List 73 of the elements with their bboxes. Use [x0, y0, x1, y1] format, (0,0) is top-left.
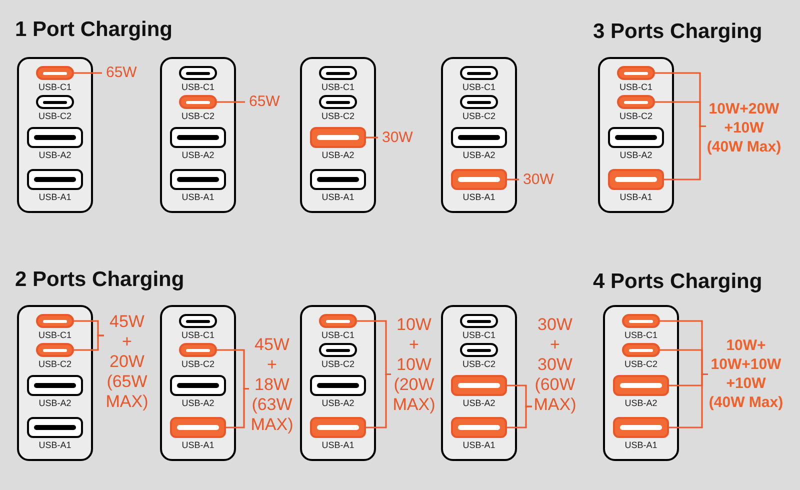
port-label: USB-A2	[462, 398, 496, 409]
section-title: 2 Ports Charging	[15, 267, 184, 293]
port-label: USB-A1	[38, 440, 72, 451]
port-label: USB-A2	[620, 150, 652, 161]
port-label: USB-A1	[462, 192, 496, 203]
leader-line	[217, 101, 245, 103]
bracket-connector	[669, 373, 708, 428]
port-label: USB-C2	[462, 111, 496, 122]
port-label: USB-A2	[38, 150, 72, 161]
port-label: USB-C1	[321, 330, 354, 341]
section-title: 3 Ports Charging	[593, 19, 762, 45]
wattage-label: 65W	[105, 64, 138, 82]
wattage-label: 30W	[522, 170, 555, 188]
port-label: USB-A1	[182, 440, 214, 451]
charger-panel	[598, 57, 674, 213]
bracket-connector	[366, 373, 391, 428]
port-label: USB-A2	[322, 150, 354, 161]
port-label: USB-C2	[181, 359, 214, 370]
charger-panel	[603, 305, 679, 461]
port-label: USB-C1	[462, 82, 496, 93]
wattage-label: 45W + 18W (63W MAX)	[250, 335, 294, 435]
port-label: USB-C1	[181, 330, 214, 341]
port-label: USB-C1	[462, 330, 496, 341]
charger-panel	[300, 57, 376, 213]
bracket-connector	[226, 388, 249, 428]
wattage-label: 10W + 10W (20W MAX)	[392, 315, 436, 415]
port-label: USB-C1	[624, 330, 658, 341]
bracket-connector	[74, 334, 104, 351]
charger-panel	[300, 305, 376, 461]
charger-panel	[441, 305, 517, 461]
port-label: USB-A2	[182, 398, 214, 409]
port-label: USB-A1	[462, 440, 496, 451]
wattage-label: 30W + 30W (60W MAX)	[532, 315, 578, 415]
wattage-label: 30W	[381, 128, 414, 146]
port-label: USB-A1	[322, 192, 354, 203]
charger-panel	[160, 305, 236, 461]
port-label: USB-A1	[322, 440, 354, 451]
port-label: USB-A2	[38, 398, 72, 409]
charger-panel	[160, 57, 236, 213]
port-label: USB-C1	[181, 82, 214, 93]
port-label: USB-C2	[619, 111, 652, 122]
port-label: USB-A1	[182, 192, 214, 203]
section-title: 4 Ports Charging	[593, 269, 762, 295]
port-label: USB-C2	[624, 359, 658, 370]
port-label: USB-C2	[38, 111, 72, 122]
wattage-label: 65W	[248, 93, 281, 111]
port-label: USB-A2	[462, 150, 496, 161]
port-label: USB-C2	[321, 111, 354, 122]
port-label: USB-A1	[620, 192, 652, 203]
bracket-connector	[507, 406, 532, 428]
port-label: USB-A1	[624, 440, 658, 451]
wattage-label: 45W + 20W (65W MAX)	[104, 312, 150, 412]
port-label: USB-C1	[619, 82, 652, 93]
port-label: USB-C1	[38, 330, 72, 341]
port-label: USB-A2	[322, 398, 354, 409]
wattage-label: 10W+20W +10W (40W Max)	[706, 100, 782, 156]
port-label: USB-C1	[38, 82, 72, 93]
port-label: USB-C2	[38, 359, 72, 370]
port-label: USB-C1	[321, 82, 354, 93]
port-label: USB-A1	[38, 192, 72, 203]
bracket-connector	[664, 125, 706, 180]
port-label: USB-C2	[462, 359, 496, 370]
wattage-label: 10W+ 10W+10W +10W (40W Max)	[708, 336, 784, 412]
leader-line	[366, 136, 378, 138]
port-label: USB-C2	[321, 359, 354, 370]
port-label: USB-A2	[624, 398, 658, 409]
charger-panel	[17, 57, 93, 213]
charger-panel	[17, 305, 93, 461]
port-label: USB-A2	[182, 150, 214, 161]
port-label: USB-C2	[181, 111, 214, 122]
charger-panel	[441, 57, 517, 213]
leader-line	[507, 178, 519, 180]
section-title: 1 Port Charging	[15, 17, 173, 43]
